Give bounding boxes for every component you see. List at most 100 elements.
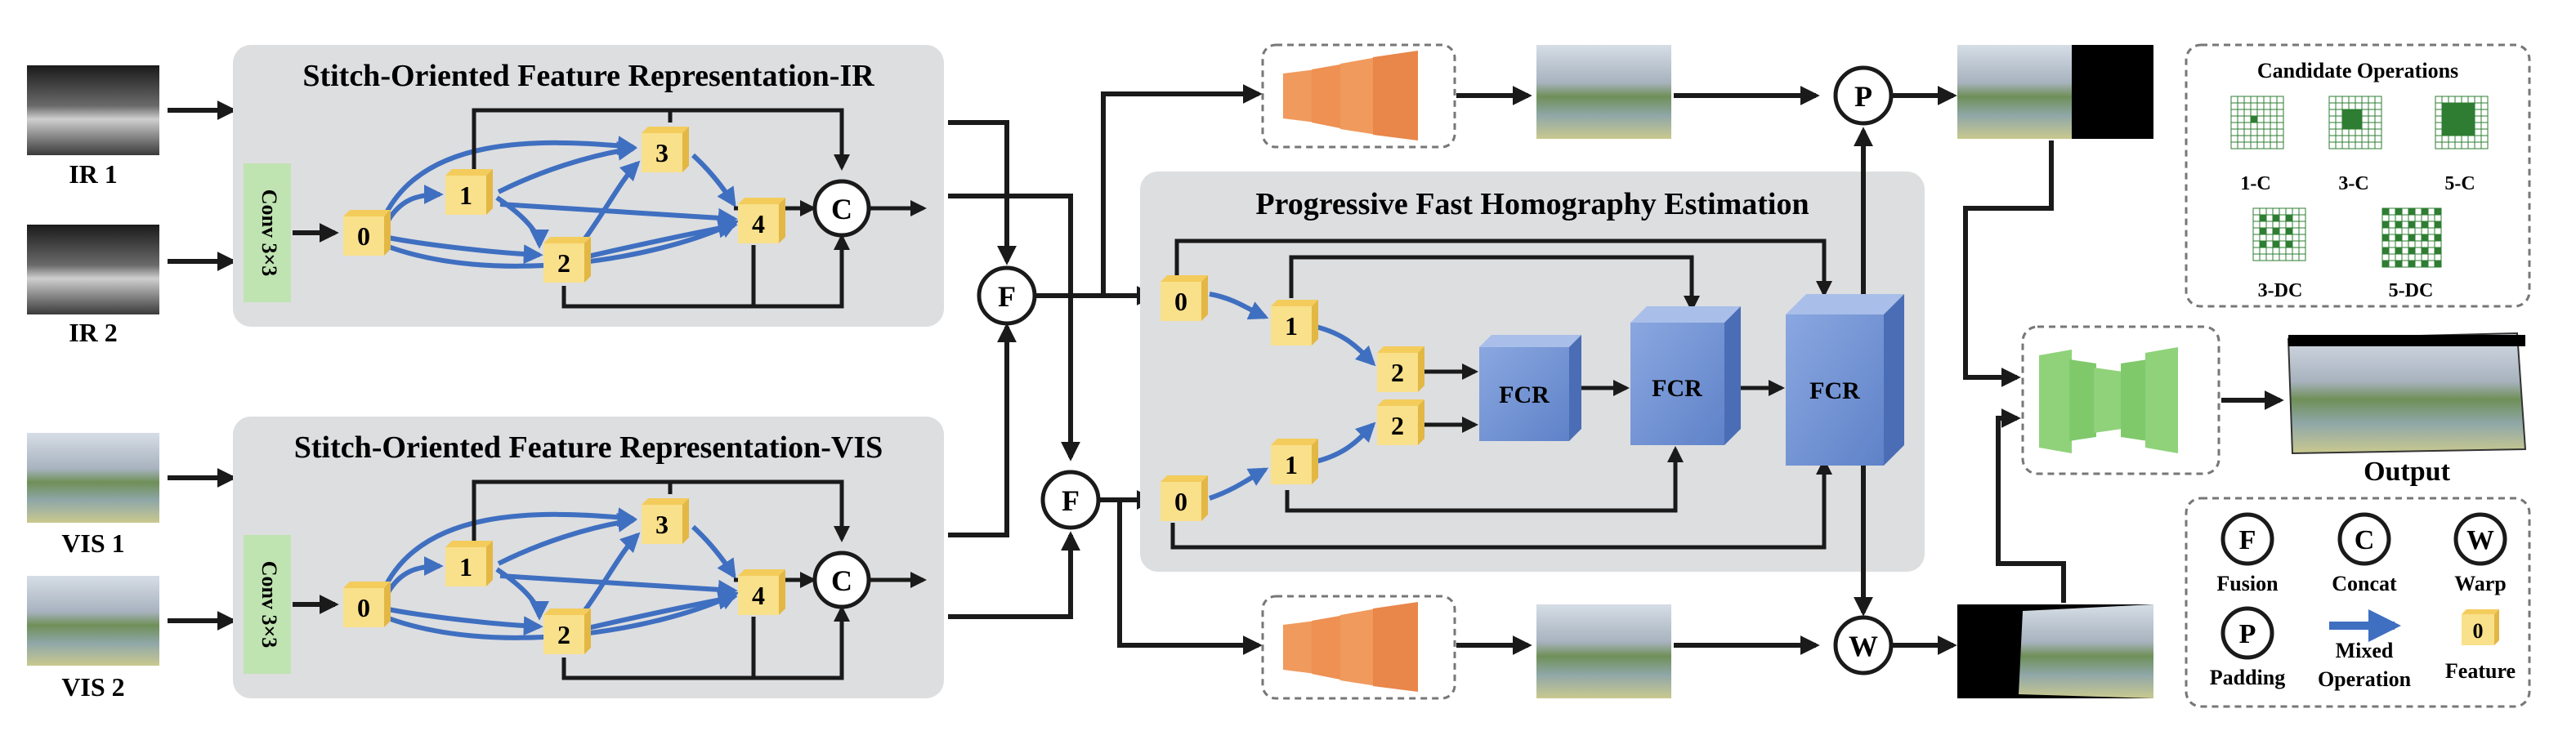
op-grid-cell (2435, 102, 2443, 110)
op-grid-cell (2414, 260, 2422, 268)
op-grid-cell (2441, 109, 2449, 117)
op-grid-cell (2279, 247, 2287, 255)
sofr-ir-title: Stitch-Oriented Feature Representation-I… (302, 59, 874, 93)
fusion-symbol-top: F (977, 265, 1037, 326)
op-grid-cell (2368, 135, 2376, 143)
op-grid-cell (2427, 227, 2435, 235)
op-grid-cell (2427, 260, 2435, 268)
op-grid-cell (2395, 207, 2403, 216)
op-grid-cell (2230, 135, 2238, 143)
fcr-3-label: FCR (1809, 377, 1860, 404)
op-grid-cell (2276, 109, 2284, 117)
op-grid-cell (2361, 102, 2369, 110)
op-grid-cell (2298, 253, 2306, 261)
op-grid-cell (2237, 102, 2245, 110)
op-grid-cell (2270, 115, 2278, 123)
ir-node-0-label: 0 (357, 221, 370, 251)
op-grid-cell (2421, 253, 2429, 261)
op-grid-cell (2401, 207, 2409, 216)
op-grid-cell (2395, 253, 2403, 261)
op-grid-cell (2421, 221, 2429, 229)
op-grid-cell (2381, 253, 2390, 261)
op-grid-cell (2441, 115, 2449, 123)
candidate-operations-title: Candidate Operations (2257, 59, 2458, 82)
vis-conv-label: Conv 3×3 (257, 561, 281, 649)
op-grid-cell (2252, 234, 2261, 242)
op-grid-cell (2250, 135, 2258, 143)
op-grid-cell (2230, 141, 2238, 149)
op-grid-cell (2401, 240, 2409, 248)
op-grid-cell (2230, 102, 2238, 110)
op-grid-cell (2361, 128, 2369, 136)
op-grid-cell (2454, 102, 2462, 110)
op-grid-cell (2368, 115, 2376, 123)
op-grid-cell (2474, 122, 2482, 130)
op-grid-cell (2361, 135, 2369, 143)
op-grid-cell (2461, 122, 2469, 130)
op-grid-cell (2256, 102, 2265, 110)
op-grid-cell (2263, 122, 2271, 130)
op-grid-cell (2474, 109, 2482, 117)
op-grid-cell (2448, 115, 2456, 123)
op-grid-cell (2441, 141, 2449, 149)
op-grid-cell (2259, 240, 2267, 248)
op-3c-label: 3-C (2338, 173, 2368, 194)
op-grid-cell (2454, 135, 2462, 143)
op-grid-cell (2474, 96, 2482, 104)
ir-node-2-label: 2 (557, 248, 570, 278)
op-grid-cell (2454, 141, 2462, 149)
op-grid-cell (2263, 135, 2271, 143)
op-grid-cell (2335, 122, 2343, 130)
op-grid-cell (2467, 109, 2475, 117)
op-grid-cell (2237, 128, 2245, 136)
legend-concat-letter: C (2355, 525, 2375, 555)
op-grid-cell (2434, 214, 2442, 222)
op-grid-cell (2341, 128, 2350, 136)
op-grid-cell (2348, 141, 2356, 149)
op-grid-cell (2435, 141, 2443, 149)
op-grid-cell (2414, 234, 2422, 242)
op-grid-cell (2237, 96, 2245, 104)
op-grid-cell (2265, 247, 2274, 255)
legend-feature-label: Feature (2445, 659, 2516, 683)
op-grid-cell (2421, 227, 2429, 235)
op-grid-cell (2448, 141, 2456, 149)
op-grid-cell (2335, 102, 2343, 110)
op-grid-cell (2252, 221, 2261, 229)
op-grid-cell (2341, 102, 2350, 110)
op-grid-cell (2427, 240, 2435, 248)
input-ir2: IR 2 (27, 225, 159, 347)
encoder-bottom (1261, 595, 1456, 700)
legend-warp-label: Warp (2454, 572, 2507, 595)
op-grid-cell (2427, 253, 2435, 261)
op-grid-cell (2421, 240, 2429, 248)
fusion-symbol-bottom: F (1040, 470, 1101, 530)
op-grid-cell (2298, 207, 2306, 216)
op-grid-cell (2435, 96, 2443, 104)
op-grid-cell (2292, 221, 2300, 229)
op-grid-cell (2434, 207, 2442, 216)
op-grid-cell (2368, 102, 2376, 110)
op-grid-cell (2414, 207, 2422, 216)
pfhe-node-2-top: 2 (1377, 346, 1424, 392)
op-grid-cell (2259, 234, 2267, 242)
op-grid-cell (2348, 96, 2356, 104)
op-grid-cell (2374, 102, 2382, 110)
op-grid-cell (2355, 141, 2363, 149)
op-grid-cell (2263, 115, 2271, 123)
legend-warp-letter: W (2466, 525, 2494, 555)
op-grid-cell (2355, 128, 2363, 136)
op-grid-cell (2414, 253, 2422, 261)
vis1-label: VIS 1 (61, 528, 124, 558)
op-grid-cell (2374, 96, 2382, 104)
op-grid-cell (2237, 109, 2245, 117)
op-grid-cell (2276, 135, 2284, 143)
op-grid-cell (2401, 234, 2409, 242)
op-grid-cell (2270, 96, 2278, 104)
op-grid-cell (2279, 207, 2287, 216)
op-grid-cell (2355, 102, 2363, 110)
op-grid-cell (2480, 135, 2489, 143)
fcr-block-1: FCR (1479, 335, 1581, 441)
op-grid-cell (2263, 102, 2271, 110)
op-grid-cell (2285, 214, 2293, 222)
